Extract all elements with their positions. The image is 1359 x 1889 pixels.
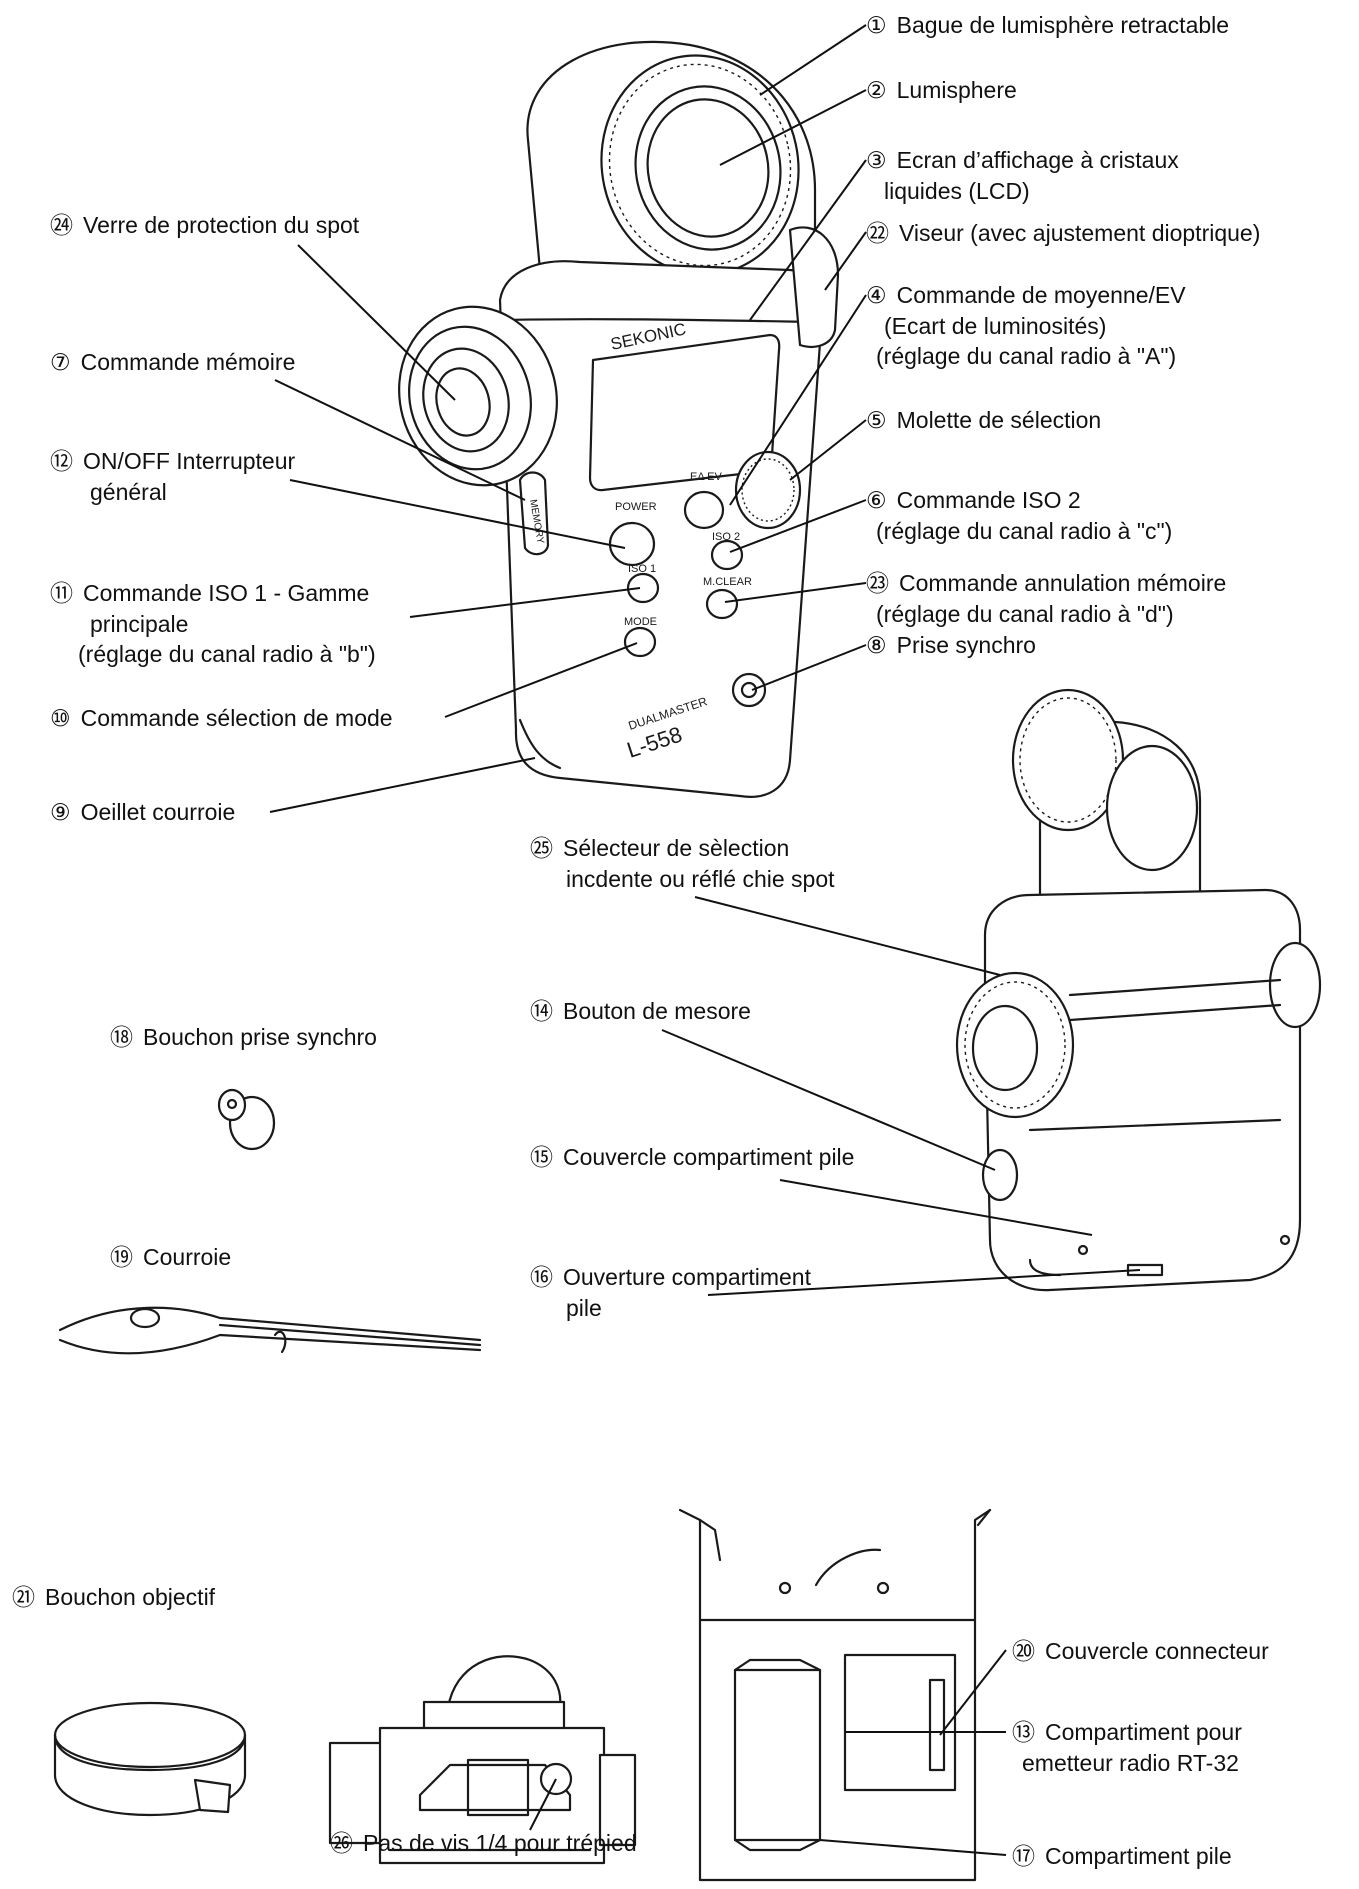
ev-button-text: EΔ EV [690, 471, 722, 483]
selection-dial [736, 452, 800, 528]
side-spot-lens [957, 973, 1073, 1117]
lens-cap-drawing [55, 1703, 245, 1815]
iso1-button-text: ISO 1 [628, 563, 656, 575]
ev-button [685, 492, 723, 528]
mclear-button-text: M.CLEAR [703, 576, 752, 588]
mode-button-text: MODE [624, 616, 657, 628]
meter-side-drawing [957, 690, 1320, 1290]
battery-compartment-drawing [680, 1510, 990, 1880]
sync-socket [733, 674, 765, 706]
side-measure-button [983, 1150, 1017, 1200]
side-viewfinder [1270, 943, 1320, 1027]
strap-drawing [60, 1308, 480, 1354]
mclear-button [707, 590, 737, 618]
side-lumisphere-dome [1107, 746, 1197, 870]
power-button [610, 523, 654, 565]
power-button-text: POWER [615, 501, 657, 513]
sync-cap-drawing [219, 1090, 274, 1149]
mode-button [625, 628, 655, 656]
iso2-button-text: ISO 2 [712, 531, 740, 543]
iso2-button [712, 541, 742, 569]
